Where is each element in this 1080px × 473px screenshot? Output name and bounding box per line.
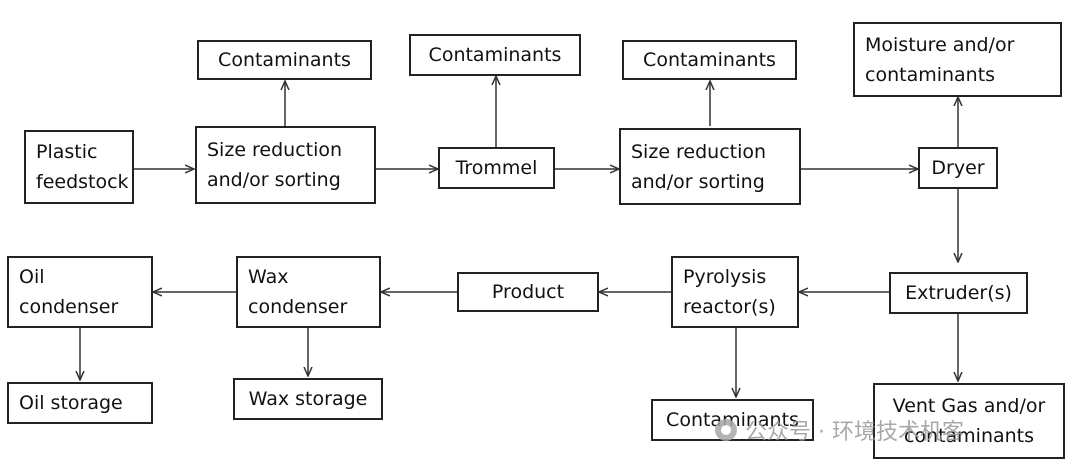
dryer-box: Dryer	[918, 147, 998, 189]
oil-condenser-label: Oil condenser	[19, 266, 119, 318]
plastic-feedstock-label: Plastic feedstock	[36, 141, 129, 193]
watermark: 公众号 · 环境技术机客	[715, 414, 964, 446]
trommel-box: Trommel	[438, 147, 555, 189]
extruder-box: Extruder(s)	[889, 272, 1028, 314]
wechat-icon	[715, 419, 737, 441]
vent-gas-label: Vent Gas and/or contaminants	[892, 395, 1046, 447]
product-label: Product	[491, 281, 565, 303]
size-reduction-box-1: Size reduction and/or sorting	[195, 126, 376, 204]
plastic-feedstock-box: Plastic feedstock	[24, 130, 134, 204]
contaminants-label-4: Contaminants	[666, 409, 799, 431]
oil-condenser-box: Oil condenser	[7, 256, 153, 328]
dryer-label: Dryer	[931, 157, 985, 179]
contaminants-box-3: Contaminants	[622, 40, 797, 80]
size-reduction-label-1: Size reduction and/or sorting	[207, 139, 343, 191]
size-reduction-label-2: Size reduction and/or sorting	[631, 140, 767, 193]
contaminants-label-3: Contaminants	[643, 49, 776, 71]
contaminants-label-1: Contaminants	[218, 49, 351, 71]
contaminants-box-2: Contaminants	[409, 34, 581, 76]
size-reduction-box-2: Size reduction and/or sorting	[619, 128, 801, 205]
contaminants-label-2: Contaminants	[428, 44, 562, 66]
trommel-label: Trommel	[455, 157, 538, 179]
pyrolysis-label: Pyrolysis reactor(s)	[683, 266, 776, 318]
contaminants-box-1: Contaminants	[197, 40, 372, 80]
contaminants-box-4: Contaminants	[651, 399, 814, 441]
moisture-label: Moisture and/or contaminants	[865, 33, 1015, 86]
oil-storage-box: Oil storage	[7, 382, 153, 424]
watermark-text: 公众号 · 环境技术机客	[745, 420, 964, 445]
wax-storage-box: Wax storage	[233, 378, 383, 420]
product-box: Product	[457, 272, 599, 312]
wax-storage-label: Wax storage	[248, 388, 368, 410]
wax-condenser-label: Wax condenser	[248, 266, 348, 318]
moisture-box: Moisture and/or contaminants	[853, 22, 1062, 97]
extruder-label: Extruder(s)	[905, 282, 1012, 304]
vent-gas-box: Vent Gas and/or contaminants	[873, 383, 1065, 459]
pyrolysis-box: Pyrolysis reactor(s)	[671, 256, 799, 328]
oil-storage-label: Oil storage	[19, 392, 123, 414]
wax-condenser-box: Wax condenser	[236, 256, 381, 328]
